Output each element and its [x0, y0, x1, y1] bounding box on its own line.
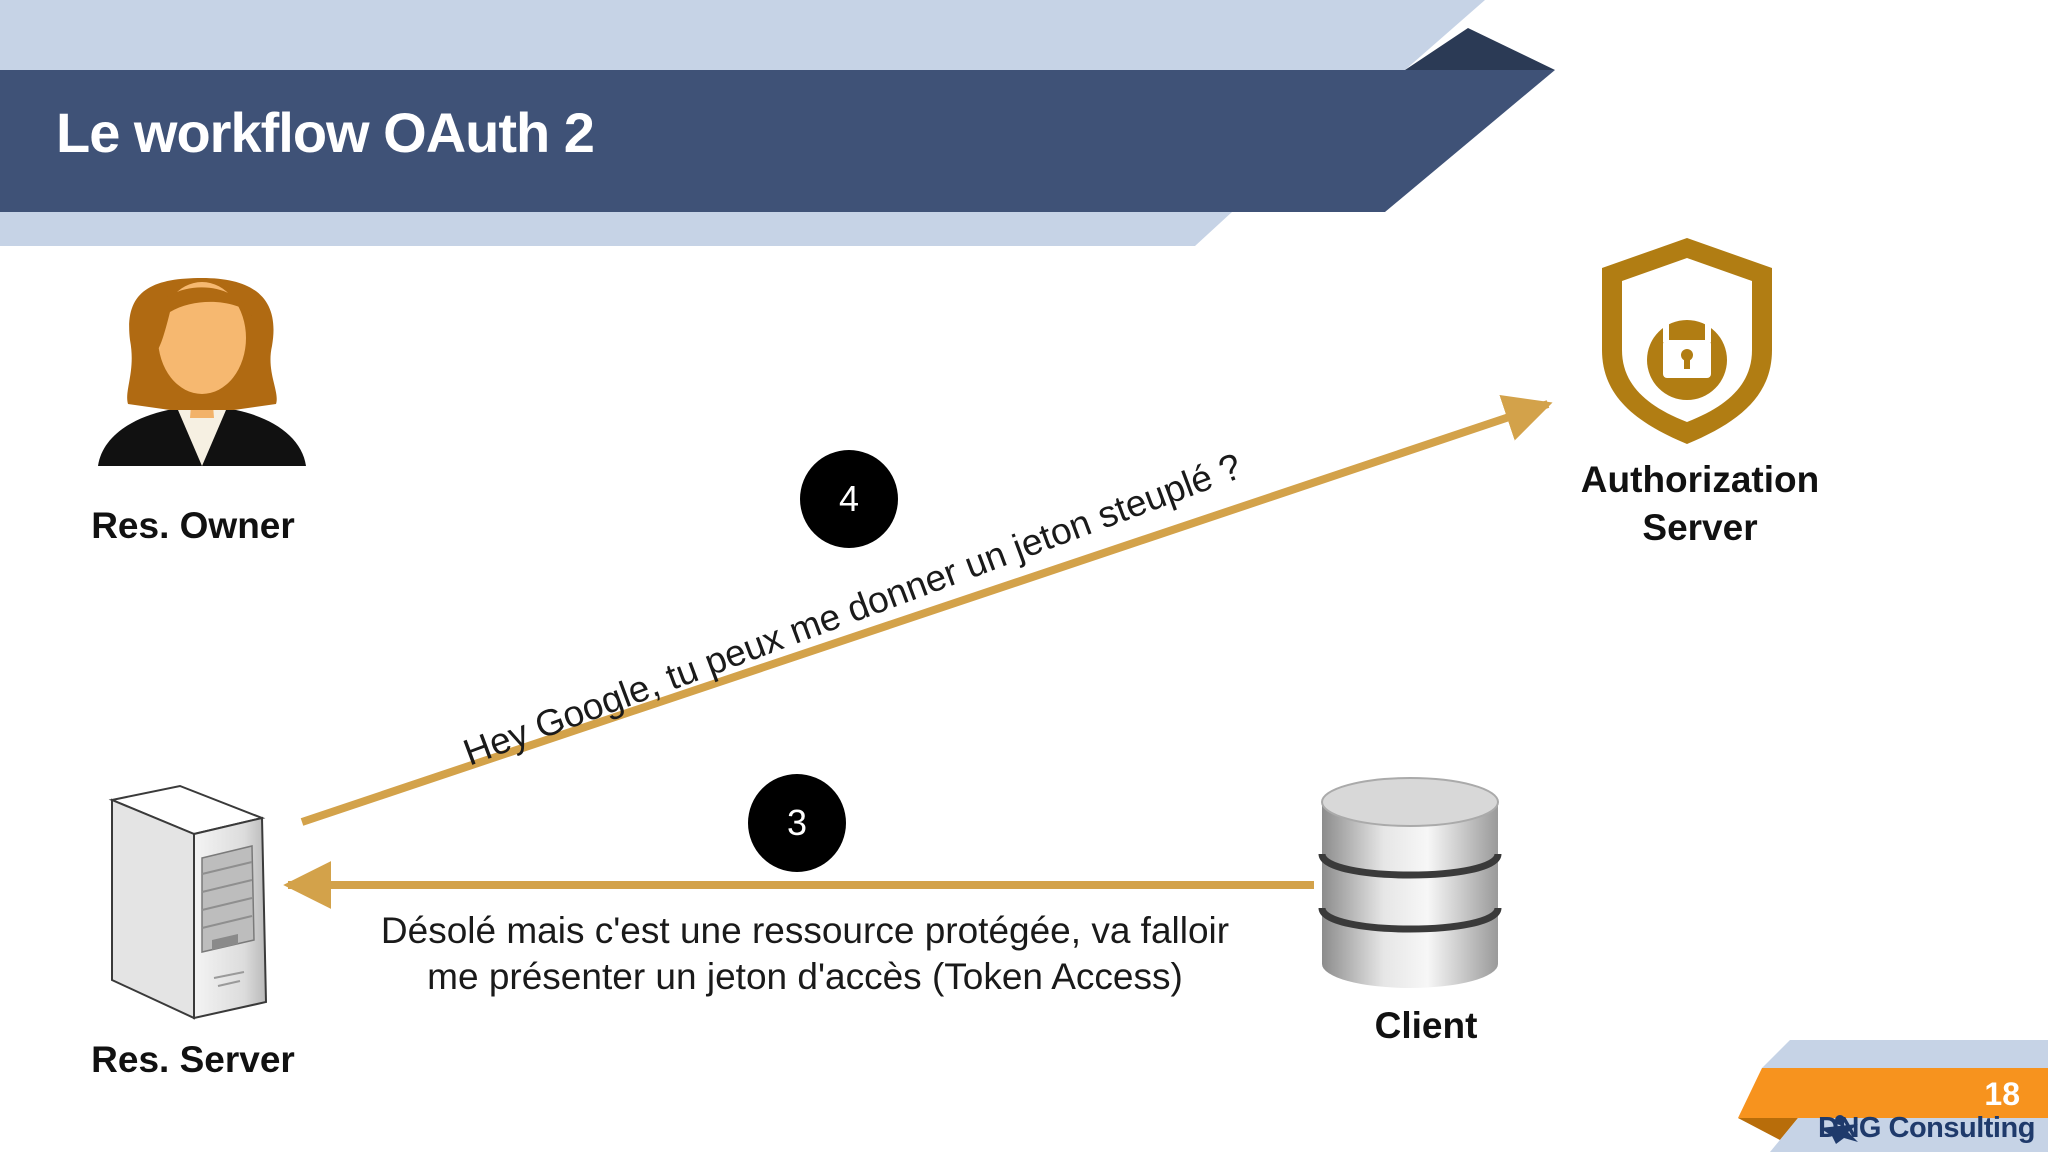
- brand-name: DNG Consulting: [1818, 1112, 2035, 1144]
- server-tower-icon: [108, 784, 268, 1020]
- footer-light-band: [1762, 1040, 2048, 1068]
- step-badge-4: 4: [800, 450, 898, 548]
- resource-owner-label: Res. Owner: [91, 505, 295, 546]
- header-banner-light-bottom: [0, 212, 1232, 246]
- authorization-server-label: Authorization Server: [1540, 456, 1860, 552]
- database-icon: [1318, 777, 1502, 988]
- footer-orange-band: [1738, 1068, 2048, 1118]
- authorization-server-label-line2: Server: [1642, 507, 1758, 548]
- dng-logo-icon: [1820, 1115, 1858, 1144]
- page-number: 18: [1984, 1076, 2020, 1112]
- resource-owner-avatar-icon: [98, 278, 306, 466]
- step-3-message: Désolé mais c'est une ressource protégée…: [300, 908, 1310, 1000]
- header-banner-dark-tip: [1405, 28, 1555, 70]
- footer-dark-chevron: [1738, 1118, 1798, 1140]
- header-banner: [0, 70, 1555, 212]
- client-label: Client: [1374, 1005, 1478, 1046]
- arrow-step-4: [300, 394, 1553, 826]
- step-3-message-line2: me présenter un jeton d'accès (Token Acc…: [427, 956, 1183, 997]
- step-badge-3: 3: [748, 774, 846, 872]
- shield-lock-icon: [1602, 238, 1772, 444]
- step-3-message-line1: Désolé mais c'est une ressource protégée…: [380, 910, 1230, 951]
- header-banner-light-top: [0, 0, 1485, 70]
- authorization-server-label-line1: Authorization: [1580, 459, 1820, 500]
- slide-title: Le workflow OAuth 2: [56, 101, 595, 164]
- resource-server-label: Res. Server: [91, 1039, 295, 1080]
